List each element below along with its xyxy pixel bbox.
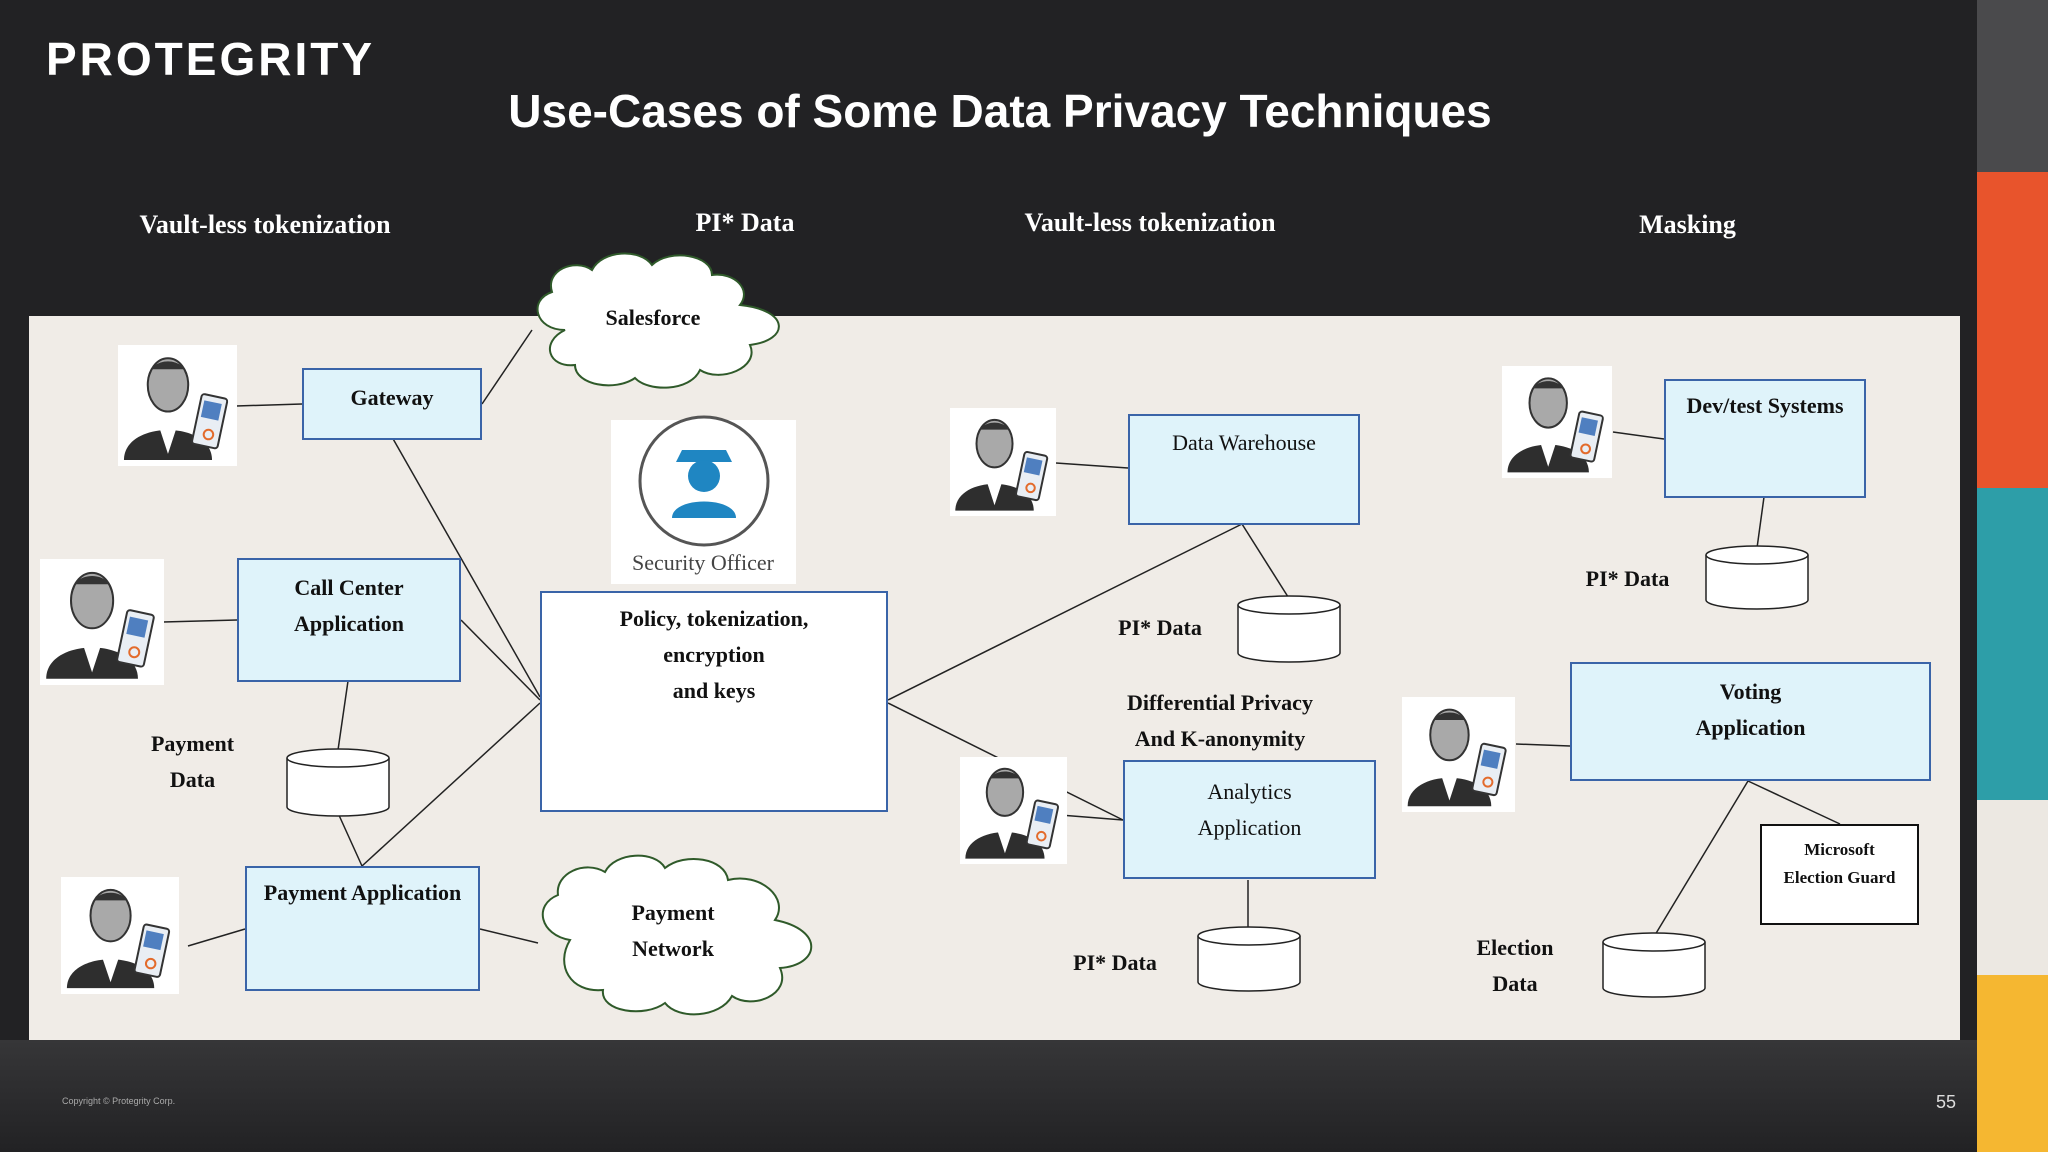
voting-label-1: Voting — [1719, 679, 1782, 704]
gateway-label: Gateway — [350, 385, 434, 410]
user-icon — [1402, 697, 1515, 812]
pi-data-analytics-cylinder — [1197, 926, 1301, 992]
security-officer-label: Security Officer — [632, 550, 775, 575]
pi-data-warehouse-cylinder — [1237, 595, 1341, 663]
connector-line — [391, 436, 541, 698]
data-warehouse-label: Data Warehouse — [1172, 430, 1316, 455]
user-icon — [118, 345, 237, 466]
microsoft-election-guard-box: Microsoft Election Guard — [1760, 824, 1919, 925]
election-data-label-2: Data — [1492, 971, 1538, 996]
payment-network-label-2: Network — [632, 936, 715, 961]
pi-data-analytics-label: PI* Data — [1073, 950, 1157, 975]
connector-line — [337, 812, 363, 867]
dev-test-systems-box: Dev/test Systems — [1664, 379, 1866, 498]
policy-box: Policy, tokenization, encryption and key… — [540, 591, 888, 812]
user-icon — [40, 559, 164, 685]
pi-data-devtest-label: PI* Data — [1585, 566, 1670, 591]
connector-line — [187, 928, 246, 947]
column-header-pi-data: PI* Data — [695, 208, 795, 237]
footer-bar — [0, 1040, 1977, 1152]
connector-line — [235, 403, 303, 407]
analytics-application-box: Analytics Application — [1123, 760, 1376, 879]
payment-network-cloud — [541, 854, 813, 1016]
payment-data-label-1: Payment — [150, 731, 235, 756]
payment-application-box: Payment Application — [245, 866, 480, 991]
stripe-teal — [1977, 488, 2048, 800]
stripe-light — [1977, 800, 2048, 975]
connector-line — [460, 619, 541, 701]
connector-line — [1612, 431, 1665, 440]
protegrity-logo: PROTEGRITY — [46, 33, 376, 85]
ms-election-label-1: Microsoft — [1804, 840, 1875, 859]
policy-label-2: encryption — [663, 642, 765, 667]
connector-line — [1756, 496, 1765, 549]
payment-data-label: Payment Data — [120, 726, 265, 798]
connector-line — [361, 702, 541, 867]
call-center-label-1: Call Center — [294, 575, 404, 600]
user-icon — [61, 877, 179, 994]
connector-line — [1059, 814, 1124, 821]
voting-label-2: Application — [1695, 715, 1806, 740]
salesforce-cloud — [536, 252, 780, 389]
analytics-label-2: Application — [1197, 815, 1302, 840]
payment-application-label: Payment Application — [263, 880, 462, 905]
connector-line — [337, 680, 349, 751]
connector-line — [1747, 780, 1841, 825]
stripe-yellow — [1977, 975, 2048, 1152]
connector-line — [479, 928, 539, 944]
column-header-vaultless-2: Vault-less tokenization — [1024, 208, 1276, 237]
election-data-label-1: Election — [1476, 935, 1554, 960]
call-center-box: Call Center Application — [237, 558, 461, 682]
gateway-box: Gateway — [302, 368, 482, 440]
connector-line — [162, 619, 238, 623]
connector-line — [1241, 523, 1291, 601]
differential-privacy-label-2: And K-anonymity — [1134, 726, 1306, 751]
payment-data-label-2: Data — [169, 767, 216, 792]
pi-data-warehouse-label: PI* Data — [1118, 615, 1202, 640]
connector-line — [887, 523, 1243, 701]
election-data-label: Election Data — [1455, 930, 1575, 1002]
column-header-vaultless-1: Vault-less tokenization — [139, 210, 391, 239]
user-icon — [960, 757, 1067, 864]
differential-privacy-label: Differential Privacy And K-anonymity — [1100, 685, 1340, 757]
data-warehouse-box: Data Warehouse — [1128, 414, 1360, 525]
stripe-gray — [1977, 0, 2048, 172]
copyright-text: Copyright © Protegrity Corp. — [62, 1096, 176, 1106]
slide-title: Use-Cases of Some Data Privacy Technique… — [508, 85, 1492, 137]
connector-line — [1654, 780, 1749, 936]
policy-label-1: Policy, tokenization, — [619, 606, 809, 631]
connector-line — [481, 329, 533, 405]
page-number: 55 — [1936, 1092, 1957, 1112]
user-icon — [950, 408, 1056, 516]
stripe-orange — [1977, 172, 2048, 488]
dev-test-label: Dev/test Systems — [1686, 393, 1844, 418]
call-center-label-2: Application — [293, 611, 405, 636]
salesforce-label: Salesforce — [606, 305, 701, 330]
pi-data-devtest-cylinder — [1705, 545, 1809, 610]
analytics-label-1: Analytics — [1207, 779, 1292, 804]
payment-data-cylinder — [286, 748, 390, 817]
ms-election-label-2: Election Guard — [1783, 868, 1896, 887]
voting-application-box: Voting Application — [1570, 662, 1931, 781]
differential-privacy-label-1: Differential Privacy — [1127, 690, 1313, 715]
election-data-cylinder — [1602, 932, 1706, 998]
policy-label-3: and keys — [672, 678, 756, 703]
user-icon — [1502, 366, 1612, 478]
connector-line — [1515, 743, 1571, 747]
payment-network-label-1: Payment — [631, 900, 715, 925]
column-header-masking: Masking — [1639, 210, 1736, 239]
connector-line — [1055, 462, 1129, 469]
